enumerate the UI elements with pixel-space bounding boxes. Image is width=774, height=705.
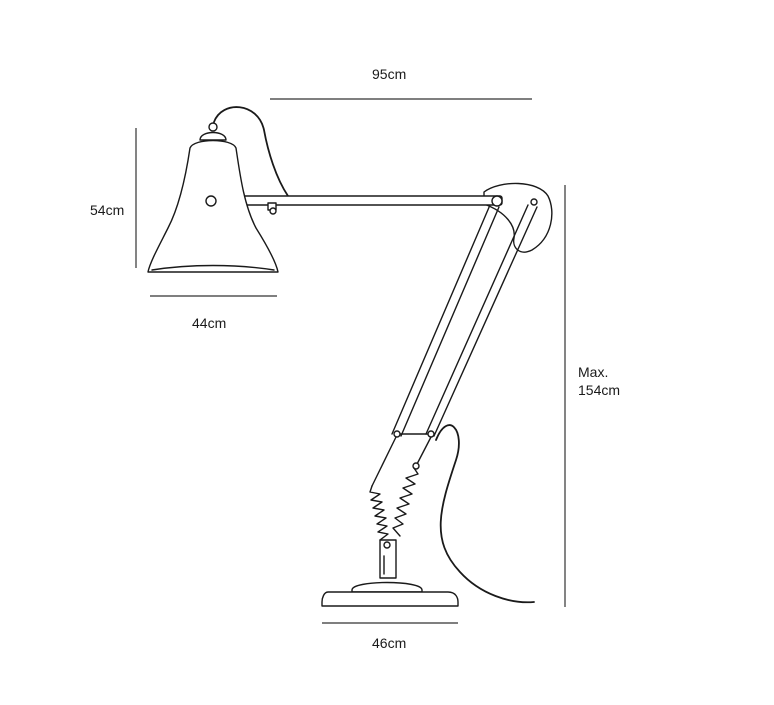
max-height-label: Max. 154cm [578,363,620,399]
knuckle-pivot-left [393,430,401,438]
shade-width-label: 44cm [192,315,227,331]
lower-arm-rod-back-right [433,206,538,437]
lower-strut-left [371,436,397,487]
lower-arm-rod-left [391,204,491,435]
knuckle-pivot-right [427,430,435,438]
shade-pivot [205,195,217,207]
stem-pivot [383,541,391,549]
left-spring [369,485,389,541]
right-spring [392,467,419,537]
max-height-label-line1: Max. [578,364,609,380]
lower-arm-rod-right [400,206,500,437]
base-top [351,581,423,593]
counterweight-pivot [530,198,538,206]
base-width-label: 46cm [372,635,407,651]
upper-arm [209,195,503,206]
shade-cable [213,106,289,197]
lower-arm-rod-back-left [425,204,529,435]
floor-cable [435,424,535,604]
top-pivot [491,195,503,207]
lower-strut-right [415,436,432,467]
arm-knob [269,207,277,215]
base-plate [321,591,459,607]
shade-top-cap [208,122,218,132]
strut-pivot [412,462,420,470]
shade-height-label: 54cm [90,202,125,218]
max-height-label-line2: 154cm [578,382,621,398]
arm-reach-label: 95cm [372,66,407,82]
